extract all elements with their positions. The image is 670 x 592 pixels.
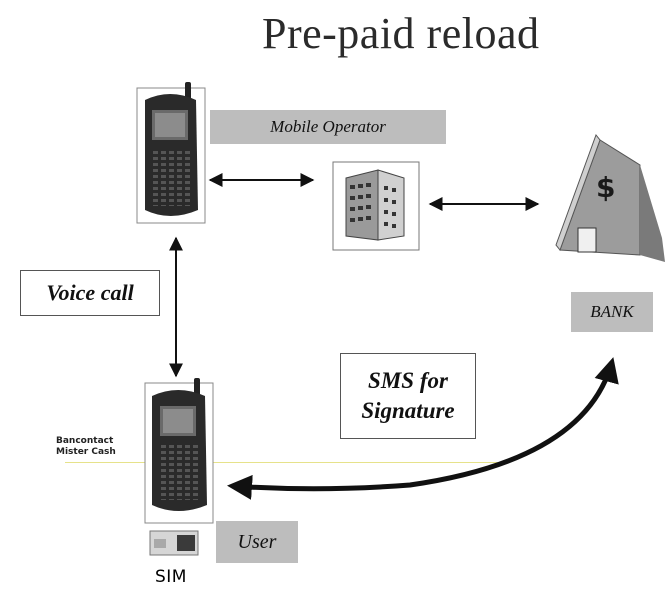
sim-card-icon [149,530,199,556]
mobile-phone-icon [136,82,206,224]
bank-building-icon: $ [555,133,665,262]
user-text: User [237,530,277,553]
bank-text: BANK [590,302,634,321]
voice-call-text: Voice call [46,280,134,305]
mobile-operator-label: Mobile Operator [210,110,446,144]
bank-label: BANK [571,292,653,332]
sim-label: SIM [155,567,187,587]
voice-call-label: Voice call [20,270,160,316]
diagram-title: Pre-paid reload [262,9,540,58]
arrow-sms-signature [227,357,619,500]
mobile-operator-text: Mobile Operator [270,117,386,136]
user-phone-icon [144,378,214,524]
logo-line1: Bancontact [56,436,114,446]
logo-line2: Mister Cash [56,447,116,457]
user-label: User [216,521,298,563]
server-building-icon [332,161,420,251]
dollar-sign-icon: $ [596,171,615,204]
bancontact-logo: Bancontact Mister Cash [56,436,126,476]
